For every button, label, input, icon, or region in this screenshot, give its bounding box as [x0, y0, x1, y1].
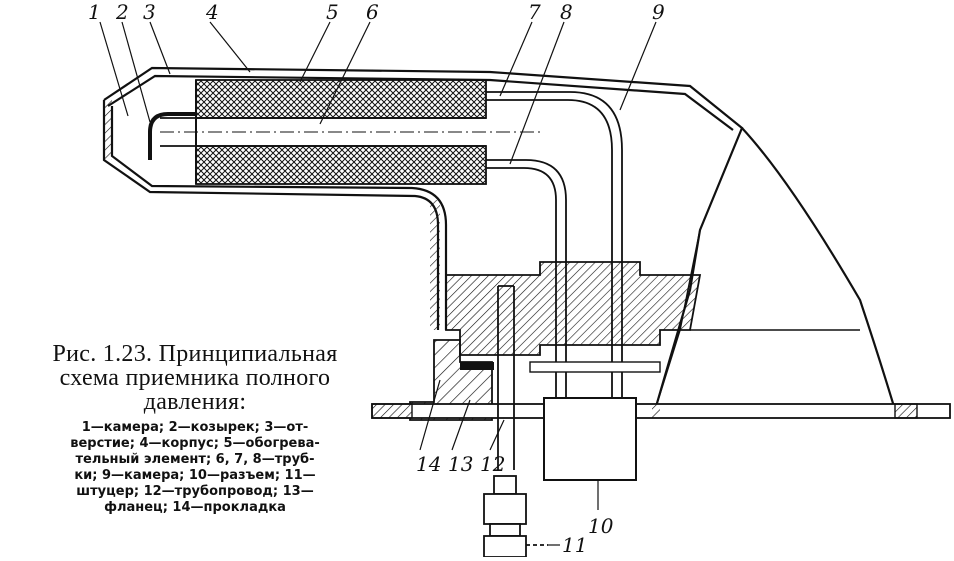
callout-7: 7: [528, 0, 541, 24]
lower-plate: [529, 361, 661, 373]
tube-7: [486, 91, 623, 400]
callout-8: 8: [560, 0, 573, 24]
callout-11: 11: [562, 533, 588, 557]
legend-line-4: ки; 9—камера; 10—разъем; 11—: [74, 468, 316, 483]
callout-2: 2: [116, 0, 129, 24]
tube-6: [160, 117, 540, 147]
tube-7-inner: [486, 99, 613, 400]
figure-legend: 1—камера; 2—козырек; 3—от- верстие; 4—ко…: [0, 420, 390, 516]
legend-line-2: верстие; 4—корпус; 5—обогрева-: [70, 436, 320, 451]
callout-4: 4: [206, 0, 219, 24]
fitting-11: [483, 475, 548, 558]
legend-line-6: фланец; 14—прокладка: [104, 500, 286, 515]
flange-13: [409, 339, 493, 421]
connector-10: [543, 397, 637, 481]
callout-3: 3: [143, 0, 156, 24]
chamber-9-wall: [654, 127, 743, 411]
callout-12: 12: [480, 452, 506, 476]
visor-2: [148, 112, 196, 160]
callout-10: 10: [588, 514, 614, 538]
leader-lines: [99, 21, 657, 546]
callout-5: 5: [326, 0, 339, 24]
legend-line-1: 1—камера; 2—козырек; 3—от-: [81, 420, 309, 435]
callout-1: 1: [88, 0, 101, 24]
tube-8: [486, 159, 567, 400]
gasket-14: [460, 362, 494, 370]
pipeline-12: [497, 285, 515, 470]
legend-line-5: штуцер; 12—трубопровод; 13—: [76, 484, 314, 499]
callout-14: 14: [416, 452, 442, 476]
mount-block: [445, 261, 702, 356]
caption-line-3: давления:: [143, 389, 247, 415]
caption-line-1: Рис. 1.23. Принципиальная: [52, 341, 338, 367]
figure-caption: Рис. 1.23. Принципиальная схема приемник…: [0, 342, 390, 516]
neck-wall-hatch: [430, 200, 440, 330]
callout-13: 13: [448, 452, 474, 476]
callout-6: 6: [366, 0, 379, 24]
legend-line-3: тельный элемент; 6, 7, 8—труб-: [75, 452, 315, 467]
base-plate: [371, 403, 951, 419]
tube-8-inner: [486, 167, 557, 400]
callout-9: 9: [652, 0, 665, 24]
caption-line-2: схема приемника полного: [59, 365, 331, 391]
front-wall-hatch: [104, 100, 112, 160]
